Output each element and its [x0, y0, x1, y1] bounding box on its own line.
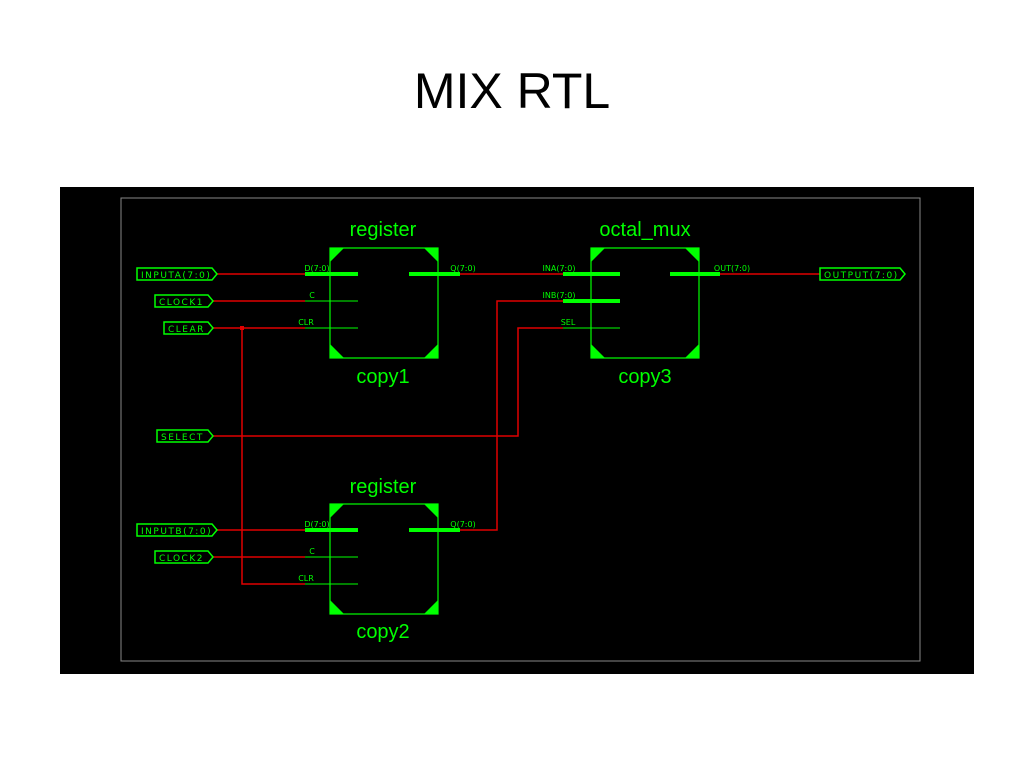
block-copy3-corner-br [685, 344, 699, 358]
port-clear: CLEAR [163, 321, 214, 335]
clear-junction-dot [240, 326, 244, 330]
block-copy2-pin-d-label: D(7:0) [304, 520, 329, 529]
block-copy3-pin-out-label: OUT(7:0) [714, 264, 750, 273]
port-inputa: INPUTA(7:0) [136, 267, 218, 281]
block-copy2-corner-tr [424, 504, 438, 518]
block-copy2-instance: copy2 [356, 621, 409, 643]
port-inputb: INPUTB(7:0) [136, 523, 218, 537]
port-clock1: CLOCK1 [154, 294, 214, 308]
port-clock2-shape [154, 550, 214, 564]
slide-title: MIX RTL [413, 63, 611, 119]
block-copy1-corner-tr [424, 248, 438, 262]
block-copy3-pin-inb-label: INB(7:0) [543, 291, 576, 300]
port-clock1-label: CLOCK1 [159, 298, 204, 308]
block-copy1: register D(7:0) C CLR Q(7:0) copy1 [298, 219, 476, 388]
block-copy2-pin-q-label: Q(7:0) [450, 520, 475, 529]
block-copy1-corner-tl [330, 248, 344, 262]
block-copy2-corner-br [424, 600, 438, 614]
sheet-border [120, 197, 921, 662]
block-copy1-corner-bl [330, 344, 344, 358]
block-copy2: register D(7:0) C CLR Q(7:0) copy2 [298, 476, 476, 643]
block-copy3-type: octal_mux [599, 219, 690, 241]
wires [213, 273, 820, 585]
block-copy2-type: register [350, 476, 417, 498]
block-copy1-instance: copy1 [356, 366, 409, 388]
block-copy1-pin-clr-label: CLR [298, 318, 314, 327]
port-select: SELECT [156, 429, 214, 443]
block-copy2-corner-tl [330, 504, 344, 518]
wire-clear-to-copy2 [241, 328, 305, 585]
port-inputa-label: INPUTA(7:0) [141, 271, 211, 281]
port-select-label: SELECT [161, 433, 204, 443]
port-clock2-label: CLOCK2 [159, 554, 204, 564]
port-select-shape [156, 429, 214, 443]
block-copy1-body [329, 247, 439, 359]
port-inputb-label: INPUTB(7:0) [141, 527, 212, 537]
block-copy2-pin-c-label: C [309, 547, 315, 556]
block-copy3: octal_mux INA(7:0) INB(7:0) SEL OUT(7:0)… [543, 219, 751, 388]
rtl-schematic: INPUTA(7:0) CLOCK1 CLEAR SELECT INPUTB(7… [60, 187, 974, 674]
block-copy3-corner-tr [685, 248, 699, 262]
port-output: OUTPUT(7:0) [819, 267, 906, 281]
port-inputb-shape [136, 523, 218, 537]
block-copy3-pin-ina-label: INA(7:0) [543, 264, 576, 273]
block-copy3-corner-tl [591, 248, 605, 262]
port-output-shape [819, 267, 906, 281]
block-copy1-pin-c-label: C [309, 291, 315, 300]
port-inputa-shape [136, 267, 218, 281]
port-clock2: CLOCK2 [154, 550, 214, 564]
wire-select [213, 327, 563, 437]
block-copy2-corner-bl [330, 600, 344, 614]
block-copy1-corner-br [424, 344, 438, 358]
port-output-label: OUTPUT(7:0) [824, 271, 899, 281]
port-clear-label: CLEAR [168, 325, 205, 335]
port-clear-shape [163, 321, 214, 335]
block-copy1-pin-d-label: D(7:0) [304, 264, 329, 273]
block-copy1-pin-q-label: Q(7:0) [450, 264, 475, 273]
block-copy1-type: register [350, 219, 417, 241]
block-copy2-body [329, 503, 439, 615]
block-copy3-corner-bl [591, 344, 605, 358]
block-copy3-instance: copy3 [618, 366, 671, 388]
wire-copy2-q-to-inb [460, 300, 563, 531]
block-copy2-pin-clr-label: CLR [298, 574, 314, 583]
block-copy3-pin-sel-label: SEL [561, 318, 576, 327]
port-clock1-shape [154, 294, 214, 308]
